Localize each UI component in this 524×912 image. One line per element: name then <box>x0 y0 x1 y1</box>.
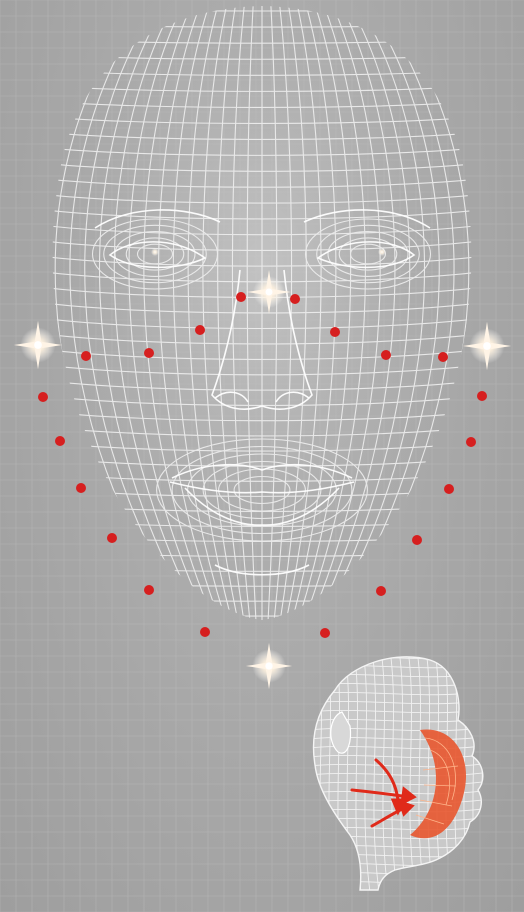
marker-dot <box>330 327 340 337</box>
sparkle-icon <box>14 321 62 369</box>
marker-dot <box>320 628 330 638</box>
marker-dot <box>55 436 65 446</box>
marker-dot <box>438 352 448 362</box>
marker-dot <box>144 585 154 595</box>
sparkle-icon <box>463 322 511 370</box>
marker-dot <box>195 325 205 335</box>
marker-dot <box>38 392 48 402</box>
marker-dot <box>444 484 454 494</box>
left-eye-glint <box>151 248 159 256</box>
marker-dot <box>76 483 86 493</box>
profile-head <box>300 646 497 900</box>
marker-dot <box>81 351 91 361</box>
marker-dot <box>200 627 210 637</box>
marker-dot <box>477 391 487 401</box>
sparkle-icon <box>246 643 292 689</box>
right-eye-glint <box>378 248 386 256</box>
marker-dot <box>290 294 300 304</box>
marker-dot <box>412 535 422 545</box>
marker-dot <box>466 437 476 447</box>
marker-dot <box>236 292 246 302</box>
marker-dot <box>144 348 154 358</box>
marker-dot <box>376 586 386 596</box>
marker-dot <box>107 533 117 543</box>
marker-dot <box>381 350 391 360</box>
